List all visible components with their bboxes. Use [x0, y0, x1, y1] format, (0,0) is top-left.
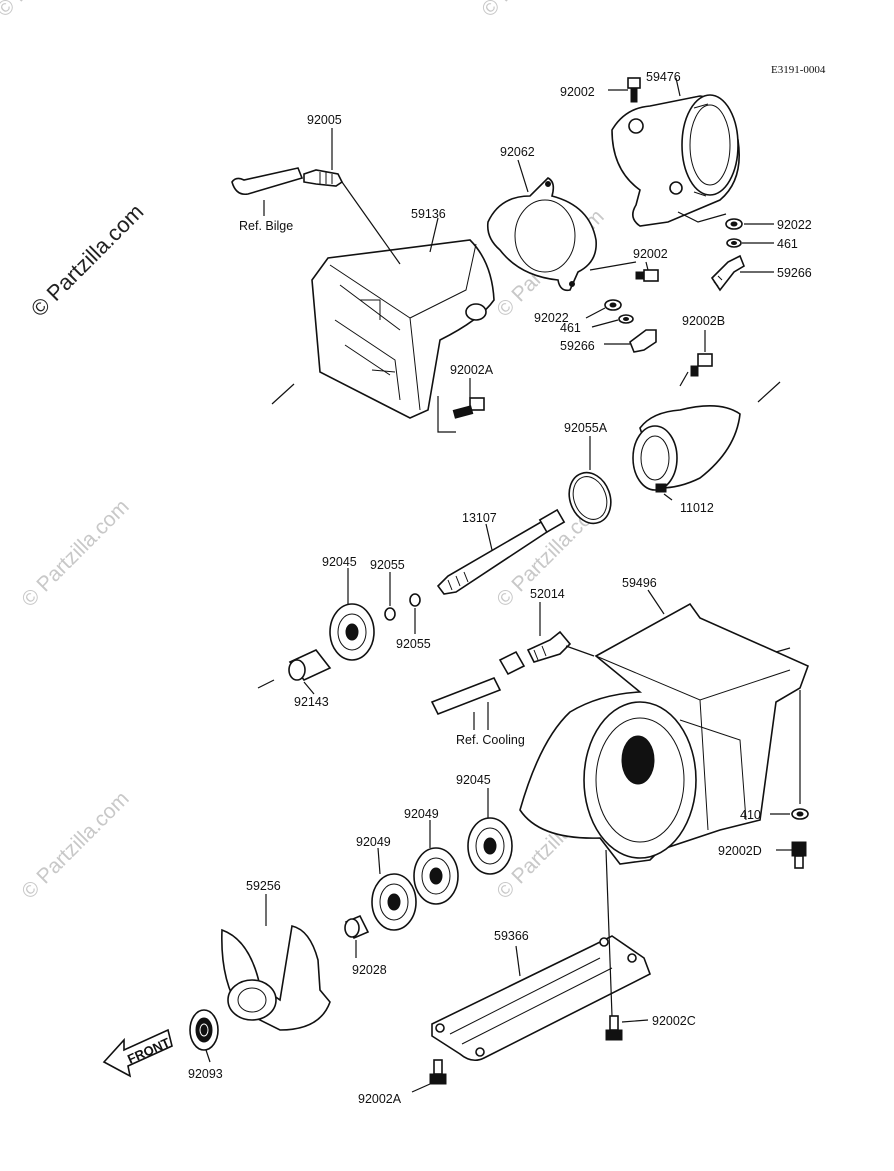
bolt-92002C-drawing — [605, 1015, 623, 1041]
washer-461-r-drawing — [726, 238, 742, 248]
washer-92022-r-drawing — [725, 218, 743, 230]
label-59266-r: 59266 — [777, 266, 812, 280]
leader-lines — [205, 77, 801, 1093]
part-92062-drawing — [486, 177, 597, 292]
watermark-1: © Partzilla.com — [17, 495, 133, 611]
ring-92055-b-drawing — [409, 593, 421, 607]
label-92002-mid: 92002 — [633, 247, 668, 261]
label-92022-r: 92022 — [777, 218, 812, 232]
watermark-7: © Partzilla.com — [477, 0, 593, 22]
bolt-92002D-drawing — [791, 841, 807, 869]
part-13107-drawing — [436, 508, 566, 595]
label-92143: 92143 — [294, 695, 329, 709]
sleeve-92143-drawing — [288, 649, 332, 681]
label-92049-b: 92049 — [404, 807, 439, 821]
label-ref-cooling: Ref. Cooling — [456, 733, 525, 747]
oring-92055A-drawing — [568, 471, 612, 525]
label-92049-a: 92049 — [356, 835, 391, 849]
washer-410-drawing — [791, 808, 809, 820]
label-92055-a: 92055 — [370, 558, 405, 572]
label-92093: 92093 — [188, 1067, 223, 1081]
direction-ticks — [257, 381, 791, 689]
label-461-l: 461 — [560, 321, 581, 335]
label-11012: 11012 — [680, 501, 714, 515]
label-59136: 59136 — [411, 207, 446, 221]
label-92045-top: 92045 — [322, 555, 357, 569]
label-92002D: 92002D — [718, 844, 762, 858]
label-52014: 52014 — [530, 587, 565, 601]
label-59496: 59496 — [622, 576, 657, 590]
bearing-92049-a-drawing — [371, 873, 417, 931]
label-92002-top: 92002 — [560, 85, 595, 99]
bolt-92002A-bot-drawing — [429, 1059, 447, 1085]
ring-92055-a-drawing — [384, 607, 396, 621]
label-13107: 13107 — [462, 511, 497, 525]
label-92005: 92005 — [307, 113, 342, 127]
bearing-92049-b-drawing — [413, 847, 459, 905]
label-92062: 92062 — [500, 145, 535, 159]
part-59256-drawing — [221, 925, 331, 1031]
washer-461-l-drawing — [618, 314, 634, 324]
label-ref-bilge: Ref. Bilge — [239, 219, 293, 233]
label-92002A-top: 92002A — [450, 363, 494, 377]
label-59256: 59256 — [246, 879, 281, 893]
diagram-code: E3191-0004 — [771, 64, 826, 76]
washer-92022-l-drawing — [604, 299, 622, 311]
label-92028: 92028 — [352, 963, 387, 977]
part-11012-drawing — [632, 405, 741, 493]
label-59366: 59366 — [494, 929, 529, 943]
label-92002B: 92002B — [682, 314, 725, 328]
bolt-92002-top-drawing — [627, 77, 641, 103]
label-59476: 59476 — [646, 70, 681, 84]
bolt-92002B-drawing — [690, 353, 713, 377]
label-92055A: 92055A — [564, 421, 608, 435]
part-59366-drawing — [431, 935, 652, 1062]
bearing-92045-top-drawing — [329, 603, 375, 661]
label-92002C: 92002C — [652, 1014, 696, 1028]
part-59496-drawing — [519, 602, 810, 865]
label-92022-l: 92022 — [534, 311, 569, 325]
part-59136-drawing — [311, 239, 495, 419]
bolt-92002A-top-drawing — [452, 397, 485, 419]
label-92002A-bot: 92002A — [358, 1092, 402, 1106]
seal-92093-drawing — [189, 1009, 219, 1051]
watermark-2: © Partzilla.com — [17, 787, 133, 903]
fitting-92005-drawing — [303, 169, 344, 187]
bolt-92002-mid-drawing — [635, 269, 659, 282]
label-92045-mid: 92045 — [456, 773, 491, 787]
hose-bilge-drawing — [231, 167, 304, 196]
watermarks: © Partzilla.com © Partzilla.com © Partzi… — [0, 0, 609, 904]
label-461-r: 461 — [777, 237, 798, 251]
watermark-6: © Partzilla.com — [0, 0, 109, 22]
part-59476-drawing — [611, 94, 740, 227]
spacer-92028-drawing — [344, 914, 370, 940]
front-arrow: FRONT — [102, 1028, 173, 1078]
label-410: 410 — [740, 808, 761, 822]
label-92055-b: 92055 — [396, 637, 431, 651]
fitting-59266-l-drawing — [629, 329, 657, 353]
watermark-main: © Partzilla.com — [26, 199, 149, 322]
label-59266-l: 59266 — [560, 339, 595, 353]
part-labels: 92002 59476 92005 Ref. Bilge 92062 59136… — [188, 70, 812, 1106]
hose-cooling-drawing — [430, 650, 526, 716]
fitting-52014-drawing — [526, 630, 572, 663]
bearing-92045-mid-drawing — [467, 817, 513, 875]
fitting-59266-r-drawing — [710, 254, 745, 292]
